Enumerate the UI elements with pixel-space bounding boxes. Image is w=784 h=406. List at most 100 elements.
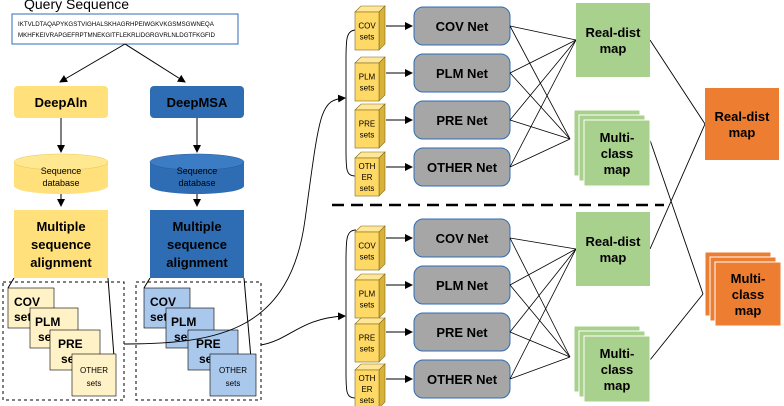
feature-cube-bottom-1: COV sets <box>354 225 386 271</box>
final-multi-class-map-line-3: map <box>735 303 762 318</box>
stack-right-other-2: sets <box>226 379 241 388</box>
stack-right-cov-1: COV <box>150 295 176 309</box>
net-top-4-label: OTHER Net <box>427 160 498 175</box>
feature-group-right <box>135 281 262 401</box>
net-top-4: OTHER Net <box>413 147 511 187</box>
net-top-3: PRE Net <box>413 100 511 140</box>
query-sequence-box <box>11 13 239 45</box>
net-bottom-2: PLM Net <box>413 265 511 305</box>
stack-left-plm-1: PLM <box>35 315 60 329</box>
query-sequence-line-2: MKHFKEIVRAPGEFRPTMNEKGITFLEKRLIDGRGVRLNL… <box>18 32 216 39</box>
stack-right-other-1: OTHER <box>219 366 247 375</box>
map-top-real-dist-line-2: map <box>600 41 627 56</box>
feature-cube-top-4-line-3: sets <box>360 184 375 193</box>
deepmsa-box <box>150 86 244 118</box>
net-top-2: PLM Net <box>413 53 511 93</box>
stack-left-pre-1: PRE <box>58 337 83 351</box>
msa-right-line-3: alignment <box>166 255 228 270</box>
msa-left-line-3: alignment <box>30 255 92 270</box>
feature-cube-top-1-line-2: sets <box>360 33 375 42</box>
feature-cube-bottom-4: OTH ER sets <box>354 363 386 406</box>
database-label-right-2: database <box>178 178 215 188</box>
feature-cube-bottom-3-line-1: PRE <box>359 334 375 343</box>
map-bottom-multi-class-line-2: class <box>601 362 634 377</box>
query-sequence-line-1: IKTVLDTAQAPYKGSTVIGHALSKHAGRHPEIWGKVKGSM… <box>18 21 215 28</box>
msa-left-line-1: Multiple <box>36 219 85 234</box>
msa-box-left <box>14 210 108 278</box>
net-bottom-4: OTHER Net <box>413 359 511 399</box>
feature-cube-top-3: PRE sets <box>354 103 386 149</box>
net-bottom-1: COV Net <box>413 218 511 258</box>
feature-cube-top-2-line-2: sets <box>360 84 375 93</box>
deepaln-box <box>14 86 108 118</box>
feature-cube-top-3-line-1: PRE <box>359 120 375 129</box>
net-top-3-label: PRE Net <box>436 113 488 128</box>
connector-to-top-cubes <box>123 94 346 345</box>
feature-group-left <box>2 281 125 401</box>
stack-left-other-1: OTHER <box>80 366 108 375</box>
feature-cube-top-4-line-1: OTH <box>359 162 376 171</box>
map-top-multi-class-line-1: Multi- <box>600 130 635 145</box>
feature-cube-top-2: PLM sets <box>354 56 386 102</box>
feature-cube-bottom-1-line-2: sets <box>360 253 375 262</box>
stack-left-cov-1: COV <box>14 295 40 309</box>
deepaln-label: DeepAln <box>35 95 88 110</box>
map-bottom-real-dist-line-1: Real-dist <box>586 234 642 249</box>
query-title: Query Sequence <box>24 0 129 12</box>
net-bottom-3: PRE Net <box>413 312 511 352</box>
stack-left-other-card <box>71 353 117 397</box>
final-multi-class-map-line-1: Multi- <box>731 271 766 286</box>
feature-cube-bottom-4-line-1: OTH <box>359 374 376 383</box>
msa-left-line-2: sequence <box>31 237 91 252</box>
feature-cube-bottom-2-line-1: PLM <box>359 290 376 299</box>
database-label-left-2: database <box>42 178 79 188</box>
msa-right-line-2: sequence <box>167 237 227 252</box>
feature-cube-bottom-4-line-2: ER <box>361 385 372 394</box>
msa-right-line-1: Multiple <box>172 219 221 234</box>
map-top-multi-class-line-3: map <box>604 162 631 177</box>
net-bottom-1-label: COV Net <box>436 231 489 246</box>
final-real-dist-map-line-2: map <box>729 125 756 140</box>
net-bottom-3-label: PRE Net <box>436 325 488 340</box>
net-top-1-label: COV Net <box>436 19 489 34</box>
sequence-database-right: Sequence database <box>149 153 245 194</box>
final-real-dist-map-line-1: Real-dist <box>715 109 771 124</box>
feature-cube-bottom-4-line-3: sets <box>360 396 375 405</box>
net-top-1: COV Net <box>413 6 511 46</box>
stack-right-pre-1: PRE <box>196 337 221 351</box>
stack-left-other-2: sets <box>87 379 102 388</box>
sequence-database-left: Sequence database <box>13 153 109 194</box>
feature-cube-bottom-3-line-2: sets <box>360 345 375 354</box>
net-bottom-2-label: PLM Net <box>436 278 489 293</box>
feature-cube-top-1-line-1: COV <box>358 22 376 31</box>
database-label-left-1: Sequence <box>41 166 82 176</box>
stack-right: COV sets PLM sets PRE sets OTHER sets <box>143 287 257 397</box>
map-bottom-multi-class-line-3: map <box>604 378 631 393</box>
net-bottom-4-label: OTHER Net <box>427 372 498 387</box>
feature-cube-bottom-1-line-1: COV <box>358 242 376 251</box>
feature-cube-top-3-line-2: sets <box>360 131 375 140</box>
feature-cube-top-2-line-1: PLM <box>359 73 376 82</box>
connector-to-bottom-cubes <box>260 312 346 346</box>
msa-box-right <box>150 210 244 278</box>
net-top-2-label: PLM Net <box>436 66 489 81</box>
deepmsa-label: DeepMSA <box>167 95 228 110</box>
feature-cube-bottom-3: PRE sets <box>354 317 386 363</box>
map-top-real-dist-line-1: Real-dist <box>586 25 642 40</box>
feature-cube-top-1: COV sets <box>354 5 386 51</box>
stack-left: COV sets PLM sets PRE sets OTHER sets <box>7 287 117 397</box>
stack-right-other-card <box>209 353 257 397</box>
map-bottom-multi-class-line-1: Multi- <box>600 346 635 361</box>
feature-cube-bottom-2: PLM sets <box>354 273 386 319</box>
map-bottom-real-dist-line-2: map <box>600 250 627 265</box>
feature-cube-bottom-2-line-2: sets <box>360 301 375 310</box>
database-label-right-1: Sequence <box>177 166 218 176</box>
